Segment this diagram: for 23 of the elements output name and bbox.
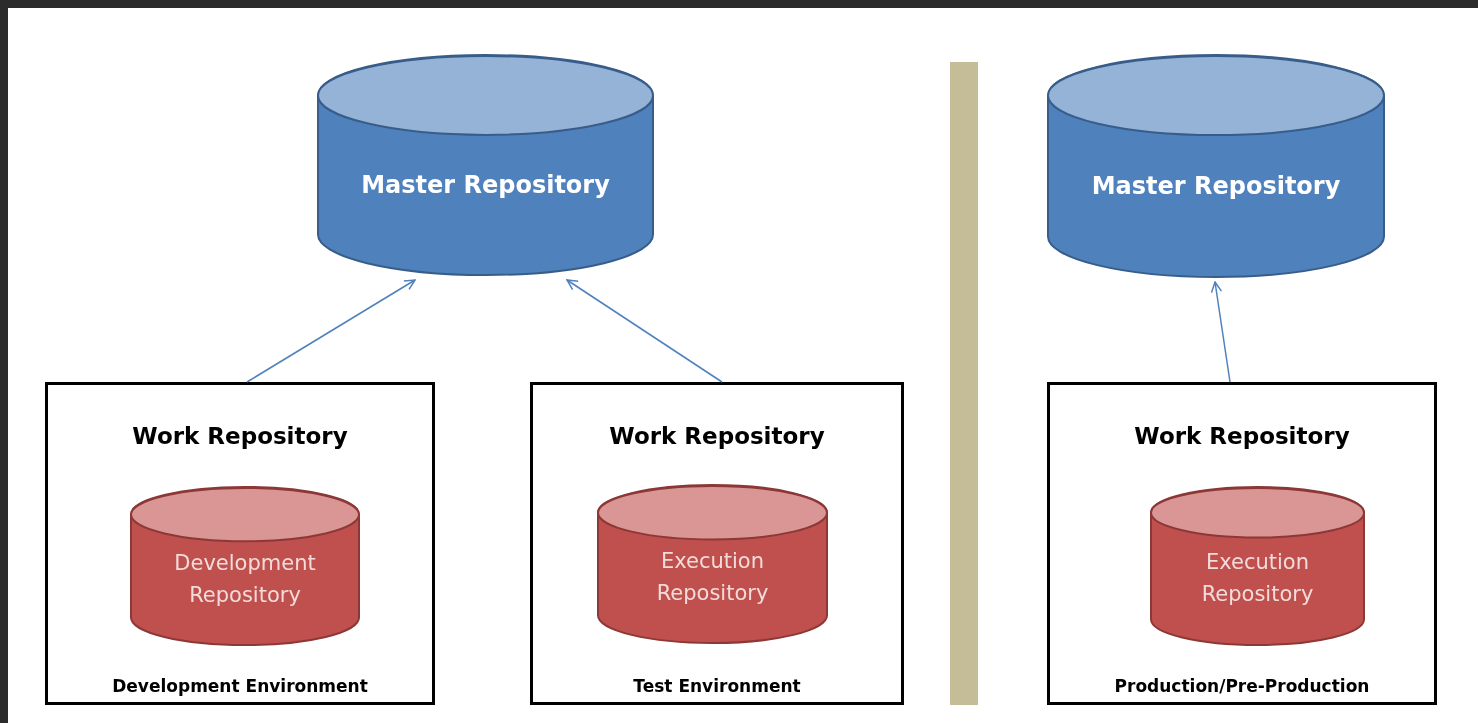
- box-heading: Work Repository: [131, 423, 349, 449]
- database-cylinder: [597, 485, 828, 643]
- environment-label: Production/Pre-Production: [1113, 676, 1371, 696]
- arrow: [566, 279, 723, 383]
- box-heading: Work Repository: [1133, 423, 1351, 449]
- environment-label: Test Environment: [632, 676, 802, 696]
- environment-label: Development Environment: [111, 676, 369, 696]
- cylinder-label: Master Repository: [1090, 171, 1342, 203]
- database-cylinder: [1047, 55, 1385, 277]
- environment-box: [530, 382, 904, 705]
- box-heading: Work Repository: [608, 423, 826, 449]
- divider-bar: [950, 62, 978, 705]
- environment-box: [1047, 382, 1437, 705]
- database-cylinder: [317, 55, 654, 275]
- arrow: [246, 279, 416, 383]
- cylinder-label: Master Repository: [360, 170, 611, 202]
- cylinder-label: Execution Repository: [655, 548, 770, 607]
- environment-box: [45, 382, 435, 705]
- cylinder-label: Development Repository: [173, 550, 317, 609]
- database-cylinder: [130, 487, 360, 645]
- cylinder-label: Execution Repository: [1200, 549, 1315, 608]
- database-cylinder: [1150, 487, 1365, 645]
- arrow: [1210, 281, 1231, 383]
